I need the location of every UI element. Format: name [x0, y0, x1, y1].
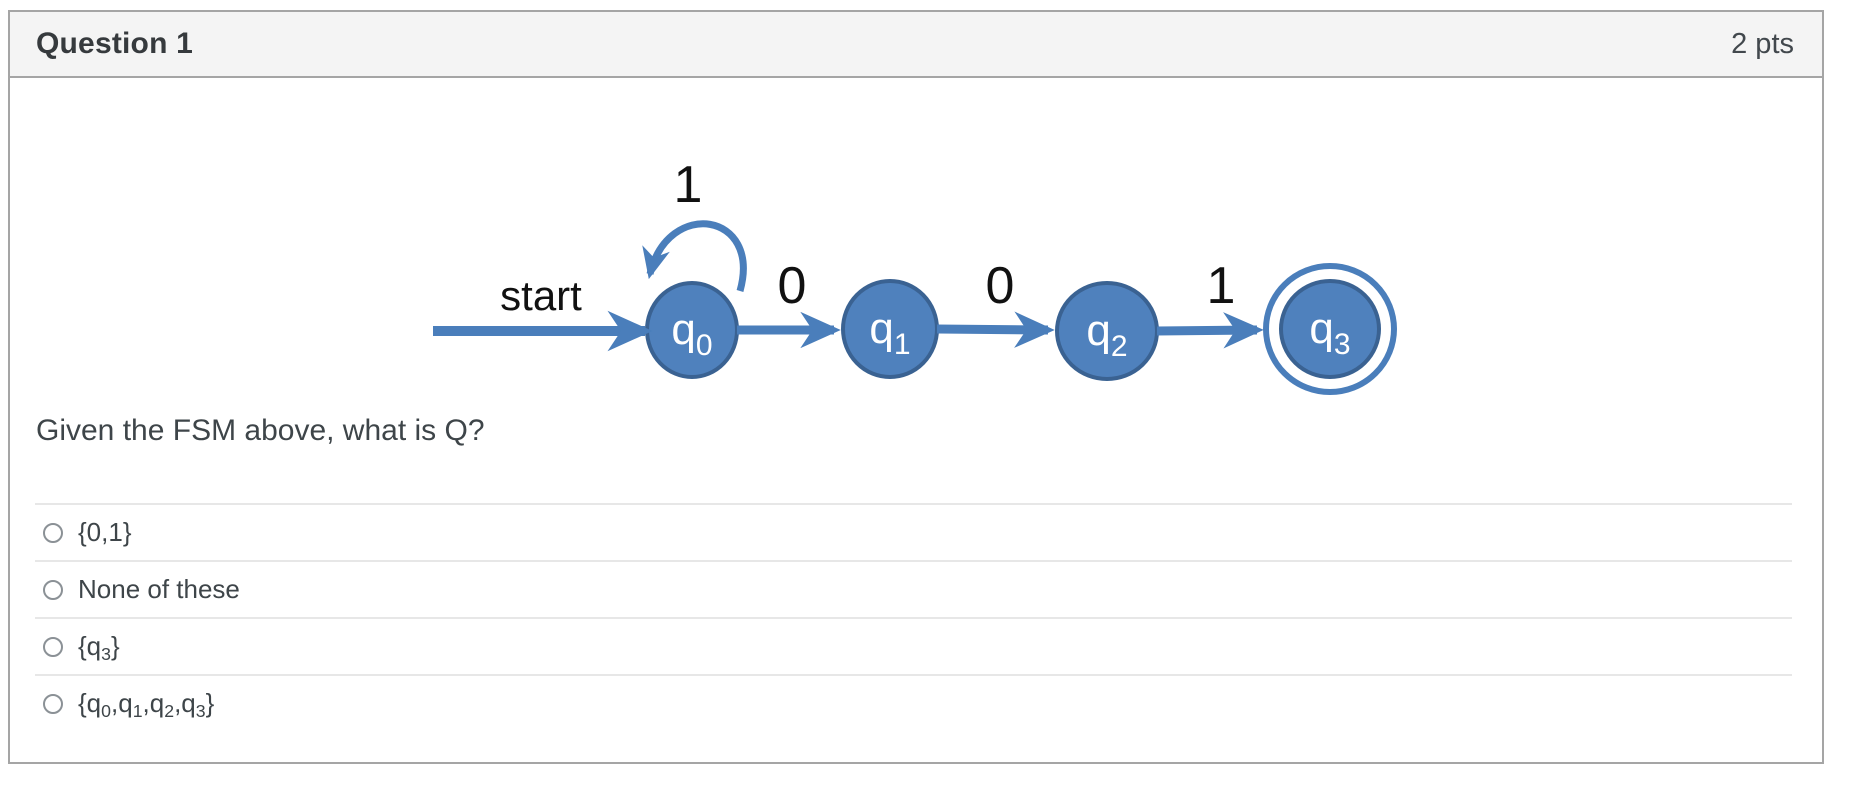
- state-label-q3: q3: [1309, 304, 1350, 361]
- state-label-q0: q0: [671, 305, 712, 362]
- radio-button[interactable]: [43, 693, 63, 714]
- question-title: Question 1: [36, 27, 194, 60]
- state-q3: [1279, 279, 1381, 379]
- option-row: {q0,q1,q2,q3}: [35, 674, 1792, 731]
- option-label[interactable]: {q0,q1,q2,q3}: [78, 688, 215, 721]
- options-list: {0,1} None of these {q3} {q0,q1,q2,q3}: [10, 503, 1822, 731]
- option-label[interactable]: None of these: [78, 574, 240, 604]
- question-header: Question 1 2 pts: [10, 12, 1822, 78]
- question-card: Question 1 2 pts start 1 0: [8, 10, 1824, 764]
- question-text: Given the FSM above, what is Q?: [36, 414, 485, 447]
- transition-label-q2-q3: 1: [1207, 257, 1236, 315]
- start-label: start: [500, 272, 582, 319]
- option-row: None of these: [35, 560, 1792, 617]
- radio-button[interactable]: [43, 579, 63, 600]
- question-points: 2 pts: [1731, 27, 1794, 60]
- option-label[interactable]: {0,1}: [78, 517, 132, 547]
- transition-arrow-q1-q2: [936, 311, 1055, 348]
- radio-button[interactable]: [43, 636, 63, 657]
- state-label-q1: q1: [869, 304, 910, 361]
- option-label[interactable]: {q3}: [78, 631, 120, 664]
- fsm-diagram: start 1 0 0 1 q0 q1 q2 q3: [433, 156, 1397, 395]
- question-body: start 1 0 0 1 q0 q1 q2 q3 Given the FSM …: [10, 78, 1822, 760]
- transition-arrow-q2-q3: [1156, 312, 1264, 349]
- option-row: {0,1}: [35, 503, 1792, 560]
- state-label-q2: q2: [1086, 306, 1127, 363]
- radio-button[interactable]: [43, 522, 63, 543]
- transition-label-q1-q2: 0: [986, 257, 1015, 315]
- transition-label-q0-q1: 0: [778, 257, 807, 315]
- option-row: {q3}: [35, 617, 1792, 674]
- self-loop-label: 1: [674, 156, 703, 214]
- self-loop-q0: [642, 220, 747, 292]
